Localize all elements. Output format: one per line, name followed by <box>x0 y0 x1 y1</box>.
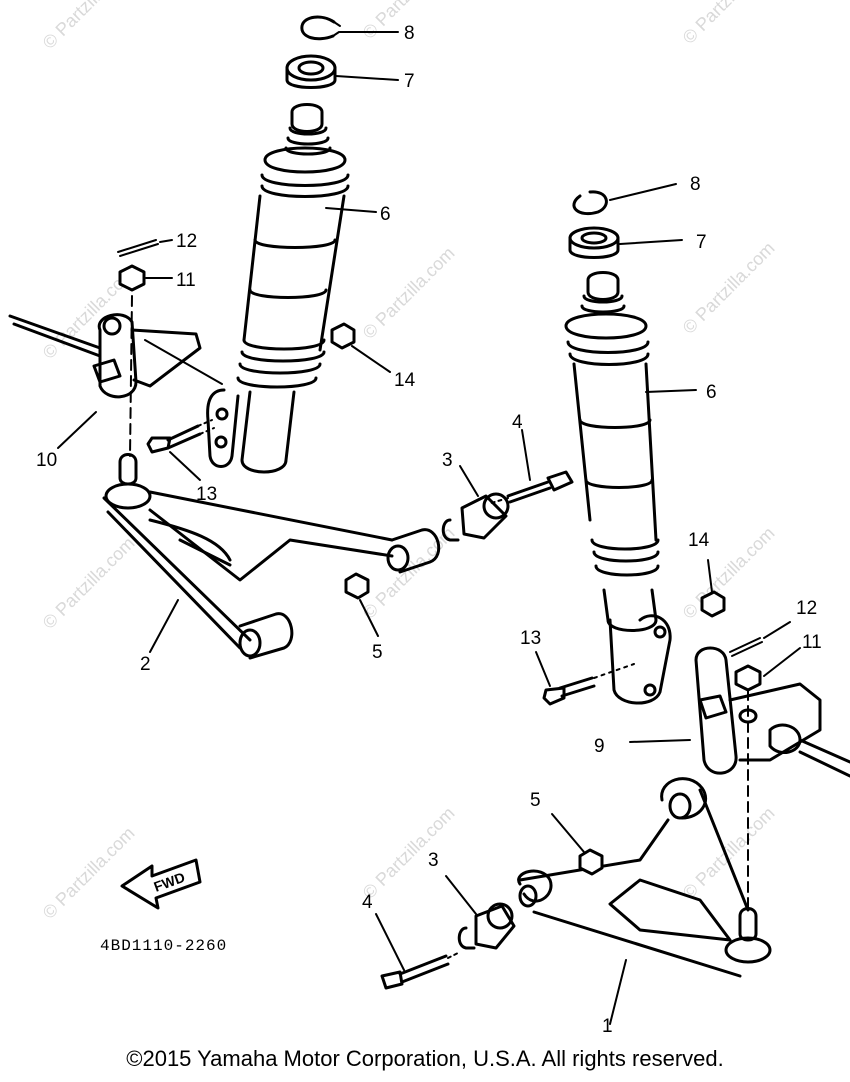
lower-arm-left <box>102 453 441 660</box>
callout-11: 11 <box>176 270 196 291</box>
nut-14-left <box>330 322 391 373</box>
callout-14: 14 <box>394 370 416 391</box>
callout-10: 10 <box>36 450 57 471</box>
steering-knuckle-right <box>629 646 850 778</box>
nut-14-right <box>700 559 726 618</box>
bolt-13-right <box>535 651 635 706</box>
callout-12: 12 <box>176 231 197 252</box>
diagram-code: 4BD1110-2260 <box>100 937 227 955</box>
spring-seat-left <box>285 54 399 89</box>
steering-knuckle-left <box>8 313 223 449</box>
callout-13: 13 <box>196 484 217 505</box>
callout-1: 1 <box>602 1016 613 1037</box>
copyright-notice: ©2015 Yamaha Motor Corporation, U.S.A. A… <box>126 1046 724 1071</box>
bolt-13-left <box>146 419 215 481</box>
callout-7: 7 <box>696 232 707 253</box>
callout-3: 3 <box>428 850 439 871</box>
castle-nut-left <box>118 264 173 292</box>
bolt-4-right <box>375 913 461 990</box>
callout-6: 6 <box>380 204 391 225</box>
watermark: © Partzilla.com <box>39 0 139 53</box>
axis-line-left <box>129 295 133 457</box>
bolt-4-left <box>487 429 574 505</box>
callout-11: 11 <box>802 632 822 653</box>
callout-2: 2 <box>140 654 151 675</box>
callout-5: 5 <box>530 790 541 811</box>
circlip-right <box>572 183 677 215</box>
bushing-3-right <box>445 875 516 950</box>
shock-absorber-right <box>564 271 697 705</box>
callout-14: 14 <box>688 530 710 551</box>
watermark: © Partzilla.com <box>39 823 139 923</box>
castle-nut-right <box>734 647 801 692</box>
forward-arrow-icon: FWD <box>120 858 202 910</box>
callout-5: 5 <box>372 642 383 663</box>
spring-seat-right <box>568 226 683 259</box>
watermark: © Partzilla.com <box>359 523 459 623</box>
watermark: © Partzilla.com <box>359 803 459 903</box>
callout-4: 4 <box>362 892 373 913</box>
watermark: © Partzilla.com <box>679 803 779 903</box>
shock-absorber-left <box>206 103 377 474</box>
nut-5-left <box>344 572 379 637</box>
cotter-pin-left <box>117 239 173 257</box>
callout-8: 8 <box>690 174 701 195</box>
callout-labels: 8 7 6 12 11 14 10 13 2 5 3 4 8 7 6 14 12… <box>36 23 822 1037</box>
watermark: © Partzilla.com <box>359 243 459 343</box>
cotter-pin-right <box>729 621 791 657</box>
callout-9: 9 <box>594 736 605 757</box>
nut-5-right <box>551 813 604 876</box>
watermark: © Partzilla.com <box>679 0 779 48</box>
bushing-3-left <box>441 465 510 542</box>
callout-12: 12 <box>796 598 817 619</box>
callout-13: 13 <box>520 628 541 649</box>
callout-8: 8 <box>404 23 415 44</box>
callout-7: 7 <box>404 71 415 92</box>
callout-4: 4 <box>512 412 523 433</box>
lower-arm-right <box>517 777 772 1025</box>
circlip-left <box>300 15 399 41</box>
watermark: © Partzilla.com <box>39 533 139 633</box>
watermark: © Partzilla.com <box>679 238 779 338</box>
callout-3: 3 <box>442 450 453 471</box>
callout-6: 6 <box>706 382 717 403</box>
